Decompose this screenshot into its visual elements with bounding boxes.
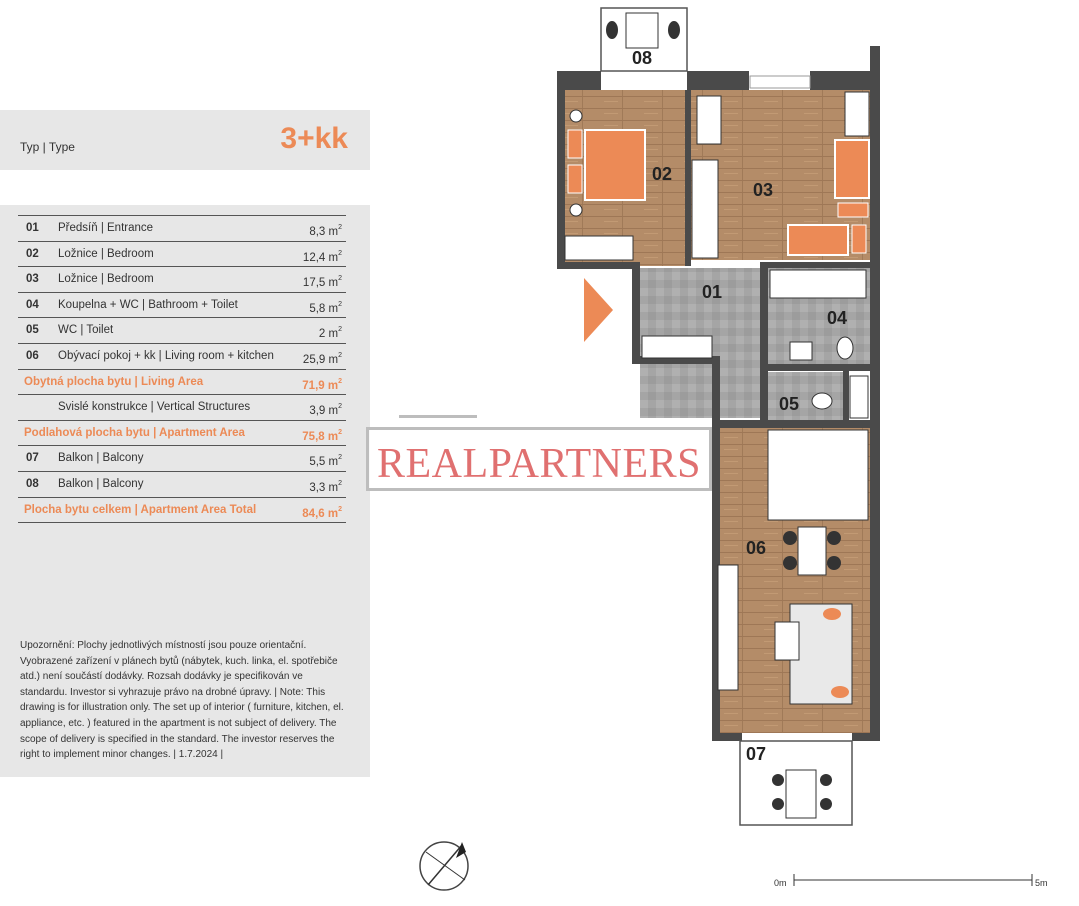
room-area: 12,4 m2	[302, 249, 342, 264]
room-area: 17,5 m2	[302, 275, 342, 290]
room-area: 71,9 m2	[302, 377, 342, 392]
room-label-08: 08	[632, 48, 652, 68]
scale-start-label: 0m	[774, 878, 787, 888]
type-header: Typ | Type 3+kk	[0, 110, 370, 170]
room-name: WC | Toilet	[58, 324, 114, 337]
room-name: Obytná plocha bytu | Living Area	[24, 375, 204, 388]
area-table-row: Plocha bytu celkem | Apartment Area Tota…	[18, 498, 346, 524]
room-area-value: 17,5 m	[302, 277, 339, 290]
room-label-07: 07	[746, 744, 766, 764]
room-area: 5,8 m2	[309, 300, 342, 315]
watermark-text: REALPARTNERS	[377, 441, 701, 487]
room-area-value: 8,3 m	[309, 226, 339, 238]
room-area-value: 71,9 m	[302, 379, 339, 392]
disclaimer-note: Upozornění: Plochy jednotlivých místnost…	[20, 640, 344, 761]
room-name: Předsíň | Entrance	[58, 222, 154, 234]
room-area-value: 12,4 m	[302, 251, 339, 264]
room-name: Svislé konstrukce | Vertical Structures	[58, 401, 251, 414]
room-area: 3,9 m2	[309, 403, 342, 418]
room-label-04: 04	[827, 308, 847, 328]
area-table-row: 04 Koupelna + WC | Bathroom + Toilet 5,8 m…	[18, 293, 346, 319]
room-area-value: 84,6 m	[302, 507, 339, 520]
room-name: Koupelna + WC | Bathroom + Toilet	[58, 298, 238, 311]
room-area: 84,6 m2	[302, 505, 342, 520]
scale-bar: 0m 5m	[774, 874, 1048, 888]
room-area-value: 5,5 m	[309, 456, 339, 469]
room-number: 07	[26, 452, 39, 465]
balcony-08	[600, 7, 688, 72]
bathroom-fixtures	[641, 269, 869, 419]
room-name: Balkon | Balcony	[58, 452, 144, 465]
area-table-row: 02 Ložnice | Bedroom 12,4 m2	[18, 242, 346, 268]
room-name: Ložnice | Bedroom	[58, 247, 154, 260]
room-label-01: 01	[702, 282, 722, 302]
room-label-02: 02	[652, 164, 672, 184]
area-table-row: 07 Balkon | Balcony 5,5 m2	[18, 446, 346, 472]
room-area-value: 5,8 m	[309, 302, 339, 315]
type-label: Typ | Type	[20, 140, 75, 154]
room-number: 01	[26, 222, 39, 234]
area-table-row: 03 Ložnice | Bedroom 17,5 m2	[18, 267, 346, 293]
area-table-row: 08 Balkon | Balcony 3,3 m2	[18, 472, 346, 498]
type-value: 3+kk	[280, 122, 348, 155]
room-number: 05	[26, 324, 39, 337]
bedroom-02-furniture	[564, 109, 646, 261]
room-area: 2 m2	[318, 326, 342, 341]
area-table-row: 01 Předsíň | Entrance 8,3 m2	[18, 215, 346, 242]
watermark-logo: REALPARTNERS	[366, 415, 712, 491]
room-area: 3,3 m2	[309, 479, 342, 494]
area-table-row: Obytná plocha bytu | Living Area 71,9 m2	[18, 370, 346, 396]
entrance-arrow-icon	[584, 278, 613, 342]
room-area: 5,5 m2	[309, 454, 342, 469]
room-area-value: 2 m	[318, 328, 339, 341]
room-area: 75,8 m2	[302, 428, 342, 443]
room-name: Ložnice | Bedroom	[58, 273, 154, 286]
room-name: Obývací pokoj + kk | Living room + kitch…	[58, 349, 274, 362]
balcony-07	[739, 740, 853, 826]
room-area: 8,3 m2	[309, 224, 342, 238]
bedroom-03-furniture	[691, 75, 870, 259]
room-number: 02	[26, 247, 39, 260]
room-area-value: 3,3 m	[309, 481, 339, 494]
scale-end-label: 5m	[1035, 878, 1048, 888]
area-table-row: Svislé konstrukce | Vertical Structures 3…	[18, 395, 346, 421]
room-area: 25,9 m2	[302, 351, 342, 366]
walls	[557, 46, 880, 741]
living-room-furniture	[717, 429, 869, 705]
room-number: 04	[26, 298, 39, 311]
compass-icon	[419, 841, 469, 891]
area-table-row: 06 Obývací pokoj + kk | Living room + kit…	[18, 344, 346, 370]
room-area-value: 25,9 m	[302, 353, 339, 366]
room-name: Podlahová plocha bytu | Apartment Area	[24, 426, 245, 439]
room-name: Plocha bytu celkem | Apartment Area Tota…	[24, 503, 257, 516]
area-table-row: Podlahová plocha bytu | Apartment Area 75…	[18, 421, 346, 447]
area-table-row: 05 WC | Toilet 2 m2	[18, 318, 346, 344]
watermark-bar	[399, 415, 477, 418]
room-number: 03	[26, 273, 39, 286]
room-label-05: 05	[779, 394, 799, 414]
room-number: 06	[26, 349, 39, 362]
room-area-value: 3,9 m	[309, 405, 339, 418]
room-label-03: 03	[753, 180, 773, 200]
room-label-06: 06	[746, 538, 766, 558]
room-number: 08	[26, 477, 39, 490]
room-area-value: 75,8 m	[302, 430, 339, 443]
room-name: Balkon | Balcony	[58, 477, 144, 490]
